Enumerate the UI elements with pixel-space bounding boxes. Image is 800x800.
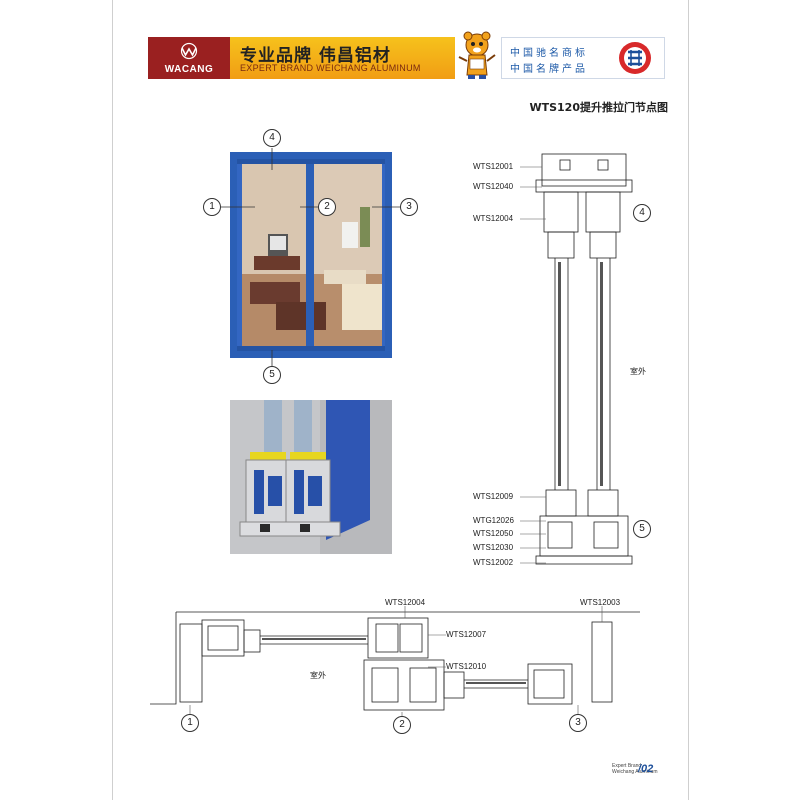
callout-vertical-5: 5 xyxy=(633,520,651,538)
label-wtg12026: WTG12026 xyxy=(473,516,514,525)
page-frame xyxy=(112,0,689,800)
label-wts12004: WTS12004 xyxy=(473,214,514,223)
door-photo xyxy=(230,152,392,358)
callout-horizontal-3: 3 xyxy=(569,714,587,732)
label-wts12002: WTS12002 xyxy=(473,558,514,567)
callout-horizontal-1: 1 xyxy=(181,714,199,732)
profile-section-render xyxy=(230,400,392,554)
label-wts12040: WTS12040 xyxy=(473,182,514,191)
brand-seal-icon xyxy=(619,42,651,74)
label-outdoor-horizontal: 室外 xyxy=(310,671,326,680)
callout-photo-5: 5 xyxy=(263,366,281,384)
footer-line-2: Weichang Aluminum xyxy=(612,769,658,775)
slogan: 专业品牌 伟昌铝材 EXPERT BRAND WEICHANG ALUMINUM xyxy=(230,37,455,79)
label-h-wts12004: WTS12004 xyxy=(385,598,426,607)
label-h-wts12007: WTS12007 xyxy=(446,630,487,639)
slogan-english: EXPERT BRAND WEICHANG ALUMINUM xyxy=(240,63,421,73)
header-banner: WACANG 专业品牌 伟昌铝材 EXPERT BRAND WEICHANG A… xyxy=(148,31,665,79)
brand-line-1: 中国驰名商标 xyxy=(510,48,588,59)
callout-photo-2: 2 xyxy=(318,198,336,216)
slogan-chinese: 专业品牌 伟昌铝材 xyxy=(240,46,391,66)
label-wts12001: WTS12001 xyxy=(473,162,514,171)
page-number: /02 xyxy=(638,763,654,775)
tiger-mascot-icon xyxy=(458,31,496,79)
label-h-wts12010: WTS12010 xyxy=(446,662,487,671)
w-logo-icon xyxy=(180,42,198,60)
callout-photo-4: 4 xyxy=(263,129,281,147)
callout-horizontal-2: 2 xyxy=(393,716,411,734)
profile-render-shapes xyxy=(230,400,392,554)
footer-line-1: Expert Brand xyxy=(612,763,642,769)
label-wts12009: WTS12009 xyxy=(473,492,514,501)
label-h-wts12003: WTS12003 xyxy=(580,598,621,607)
brand-honors: 中国驰名商标 中国名牌产品 xyxy=(501,37,665,79)
callout-vertical-4: 4 xyxy=(633,204,651,222)
callout-photo-1: 1 xyxy=(203,198,221,216)
logo-text: WACANG xyxy=(164,64,214,75)
callout-photo-3: 3 xyxy=(400,198,418,216)
brand-line-2: 中国名牌产品 xyxy=(510,64,588,75)
page-title: WTS120提升推拉门节点图 xyxy=(529,101,668,114)
label-wts12030: WTS12030 xyxy=(473,543,514,552)
logo: WACANG xyxy=(148,37,230,79)
label-outdoor-vertical: 室外 xyxy=(630,367,646,376)
label-wts12050: WTS12050 xyxy=(473,529,514,538)
